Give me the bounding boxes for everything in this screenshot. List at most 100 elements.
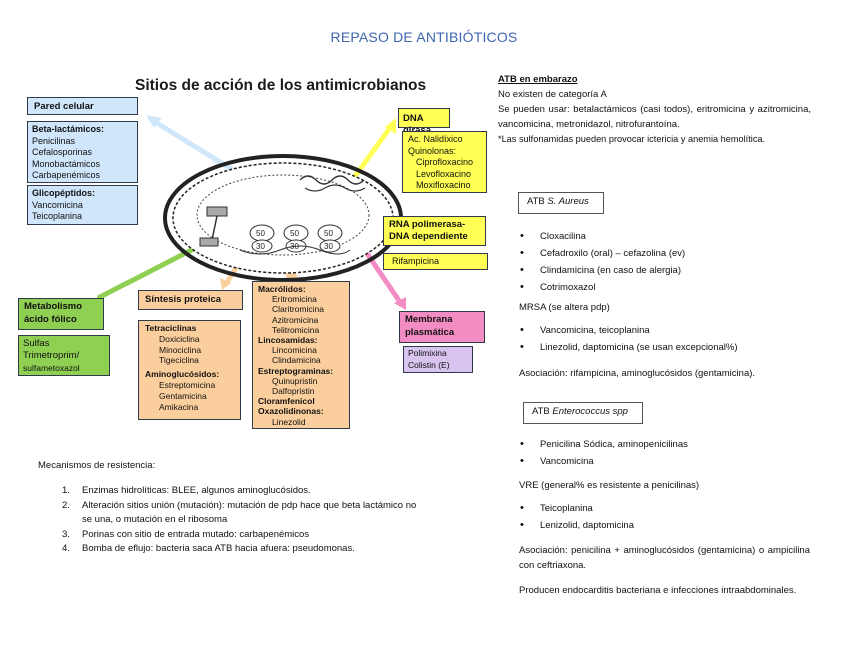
- aureus-item: Cloxacilina: [518, 228, 818, 245]
- folic-box: Sulfas Trimetroprim/ sulfametoxazol: [18, 335, 110, 376]
- betalactam-item: Monobactámicos: [32, 158, 101, 169]
- resistance-title: Mecanismos de resistencia:: [38, 460, 156, 471]
- dna-gyrase-title: DNA girasa: [398, 108, 450, 136]
- pregnancy-line1: No existen de categoría A: [498, 89, 607, 100]
- betalactam-box: Beta-lactámicos: Penicilinas Cefalospori…: [27, 121, 138, 183]
- ribosome-2: [283, 224, 309, 253]
- cell-wall-title: Pared celular: [27, 97, 138, 115]
- tetra-item: Minociclina: [159, 344, 202, 355]
- entero-item: Vancomicina: [518, 453, 818, 470]
- dna-strand-2: [304, 184, 366, 192]
- arrow-head-protein: [220, 278, 231, 290]
- amino-item: Amikacina: [159, 401, 199, 412]
- resistance-list: 1.Enzimas hidrolíticas: BLEE, algunos am…: [62, 484, 417, 557]
- amino-item: Gentamicina: [159, 390, 207, 401]
- aureus-title: ATB S. Aureus: [518, 192, 604, 214]
- oxazol-item: Linezolid: [272, 416, 306, 427]
- betalactam-item: Penicilinas: [32, 135, 76, 146]
- ribo-label-4: 30: [290, 242, 299, 251]
- tetra-header: Tetraciclinas: [145, 323, 197, 333]
- pregnancy-line3: *Las sulfonamidas pueden provocar icteri…: [498, 134, 766, 144]
- vre-list: Teicoplanina Lenizolid, daptomicina: [518, 500, 818, 534]
- ribo-label-6: 30: [324, 242, 333, 251]
- macro-item: Azitromicina: [272, 314, 319, 325]
- glyco-header: Glicopéptidos:: [32, 188, 95, 198]
- betalactam-item: Carbapenémicos: [32, 170, 101, 180]
- membrane-item: Polimixina: [408, 348, 447, 358]
- folic-title: Metabolismo ácido fólico: [18, 298, 104, 330]
- vre-title: VRE (general% es resistente a penicilina…: [519, 480, 700, 491]
- oxazol-header: Oxazolidinonas:: [258, 406, 324, 417]
- resistance-item: 3.Porinas con sitio de entrada mutado: c…: [62, 528, 310, 540]
- betalactam-header: Beta-lactámicos:: [32, 124, 105, 134]
- ribo-label-2: 30: [256, 242, 265, 251]
- aureus-item: Cotrimoxazol: [518, 279, 818, 296]
- tetra-item: Tigeciclina: [159, 355, 199, 366]
- ribo-label-1: 50: [256, 229, 265, 238]
- enzyme-block-2: [199, 237, 219, 247]
- macrolide-box: Macrólidos: Eritromicina Claritromicina …: [252, 281, 350, 429]
- arrow-head-cell-wall: [146, 115, 162, 128]
- glyco-box: Glicopéptidos: Vancomicina Teicoplanina: [27, 185, 138, 225]
- pregnancy-line2: Se pueden usar: betalactámicos (casi tod…: [498, 104, 811, 130]
- rna-pol-title: RNA polimerasa-DNA dependiente: [383, 216, 486, 246]
- strepto-item: Dalfopristin: [272, 386, 315, 397]
- linco-item: Clindamicina: [272, 355, 321, 366]
- enzyme-stalk: [211, 215, 218, 241]
- quinolone-item: Moxifloxacino: [416, 180, 471, 190]
- entero-association: Asociación: penicilina + aminoglucósidos…: [519, 545, 810, 571]
- enzyme-block: [206, 206, 228, 217]
- glyco-item: Vancomicina: [32, 199, 83, 210]
- folic-line1: Sulfas: [23, 338, 50, 349]
- entero-title: ATB Enterococcus spp: [523, 402, 643, 424]
- folic-line3: sulfametoxazol: [23, 363, 80, 373]
- aureus-association: Asociación: rifampicina, aminoglucósidos…: [519, 368, 756, 379]
- arrow-head-dna-gyrase: [385, 118, 396, 134]
- mrsa-list: Vancomicina, teicoplanina Linezolid, dap…: [518, 322, 818, 356]
- cell-membrane: [172, 162, 394, 274]
- ribo-label-3: 50: [290, 229, 299, 238]
- dna-strand: [299, 175, 365, 185]
- strepto-item: Quinupristin: [272, 375, 318, 386]
- quinolone-line1: Ac. Nalidíxico: [408, 134, 463, 144]
- tetra-item: Doxiciclina: [159, 333, 200, 344]
- macro-header: Macrólidos:: [258, 284, 306, 294]
- rifampicin-box: Rifampicina: [383, 253, 488, 270]
- aureus-list: Cloxacilina Cefadroxilo (oral) – cefazol…: [518, 228, 818, 296]
- tetra-box: Tetraciclinas Doxiciclina Minociclina Ti…: [138, 320, 241, 420]
- macro-item: Telitromicina: [272, 324, 320, 335]
- protein-synthesis-title: Síntesis proteica: [138, 290, 243, 310]
- entero-item: Penicilina Sódica, aminopenicilinas: [518, 436, 818, 453]
- entero-closing: Producen endocarditis bacteriana e infec…: [519, 585, 797, 596]
- macro-item: Claritromicina: [272, 304, 324, 315]
- betalactam-item: Cefalosporinas: [32, 147, 93, 157]
- diagram-title: Sitios de acción de los antimicrobianos: [135, 77, 427, 94]
- membrane-item: Colistin (E): [408, 359, 450, 370]
- page-title: REPASO DE ANTIBIÓTICOS: [330, 29, 518, 45]
- membrane-box: Polimixina Colistin (E): [403, 346, 473, 373]
- entero-list: Penicilina Sódica, aminopenicilinas Vanc…: [518, 436, 818, 470]
- linco-item: Lincomicina: [272, 345, 317, 356]
- mrna-strand: [239, 245, 351, 255]
- linco-header: Lincosamidas:: [258, 335, 318, 346]
- ribo-label-5: 50: [324, 229, 333, 238]
- amino-item: Estreptomicina: [159, 379, 216, 390]
- ribosome-1: [249, 224, 275, 253]
- membrane-title: Membrana plasmática: [399, 311, 485, 343]
- aureus-item: Clindamicina (en caso de alergia): [518, 262, 818, 279]
- mrsa-item: Linezolid, daptomicina (se usan excepcio…: [518, 339, 818, 356]
- resistance-item: 4.Bomba de eflujo: bacteria saca ATB hac…: [62, 543, 355, 554]
- resistance-item: 1.Enzimas hidrolíticas: BLEE, algunos am…: [62, 485, 311, 496]
- cell-inner-line: [196, 174, 370, 256]
- pregnancy-title: ATB en embarazo: [498, 74, 578, 85]
- amino-header: Aminoglucósidos:: [145, 369, 220, 380]
- vre-item: Lenizolid, daptomicina: [518, 517, 818, 534]
- aureus-item: Cefadroxilo (oral) – cefazolina (ev): [518, 245, 818, 262]
- ribosome-3: [317, 224, 343, 253]
- folic-line2: Trimetroprim/: [23, 350, 80, 361]
- chloram-header: Cloramfenicol: [258, 396, 315, 407]
- pregnancy-section: ATB en embarazo No existen de categoría …: [498, 72, 811, 147]
- strepto-header: Estreptograminas:: [258, 365, 334, 376]
- resistance-item: 2.Alteración sitios unión (mutación): mu…: [62, 499, 417, 526]
